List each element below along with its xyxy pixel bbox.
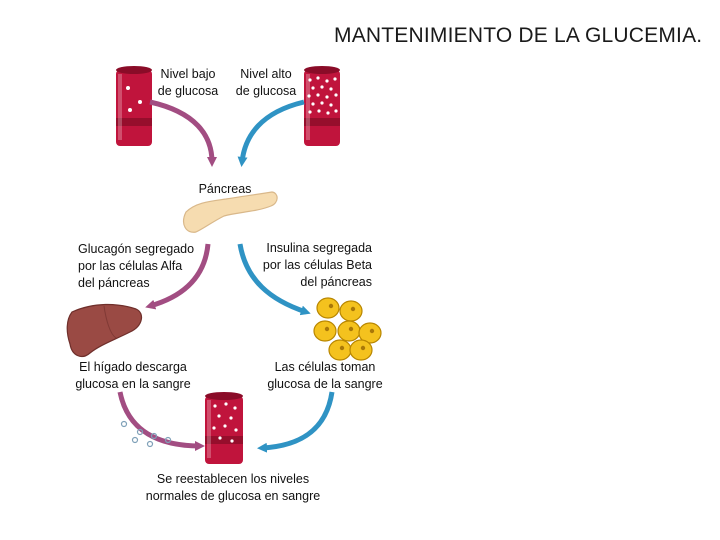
- arrow-high-to-pancreas: [237, 99, 305, 167]
- liver-organ: [66, 303, 143, 357]
- restored-levels-label: Se reestablecen los niveles normales de …: [145, 472, 321, 503]
- high-glucose-label: Nivel alto de glucosa: [235, 67, 297, 98]
- insulin-label: Insulina segregada por las células Beta …: [262, 241, 372, 289]
- slide-title: MANTENIMIENTO DE LA GLUCEMIA.: [334, 24, 703, 47]
- normal-glucose-tube: [205, 392, 243, 464]
- glucagon-label: Glucagón segregado por las células Alfa …: [78, 242, 195, 290]
- low-glucose-tube: [116, 66, 152, 146]
- high-glucose-tube: [304, 66, 340, 146]
- low-glucose-label: Nivel bajo de glucosa: [157, 67, 219, 98]
- body-cells: [313, 297, 382, 361]
- arrow-pancreas-to-cells: [237, 243, 311, 316]
- pancreas-organ: [183, 191, 278, 233]
- arrow-cells-to-blood: [257, 391, 335, 453]
- arrow-liver-to-blood: [117, 391, 205, 451]
- glucose-bubbles: [120, 420, 172, 448]
- arrow-low-to-pancreas: [149, 99, 217, 167]
- pancreas-label: Páncreas: [198, 182, 252, 196]
- liver-label: El hígado descarga glucosa en la sangre: [75, 360, 191, 391]
- cells-label: Las células toman glucosa de la sangre: [267, 360, 383, 391]
- arrow-pancreas-to-liver: [145, 243, 211, 310]
